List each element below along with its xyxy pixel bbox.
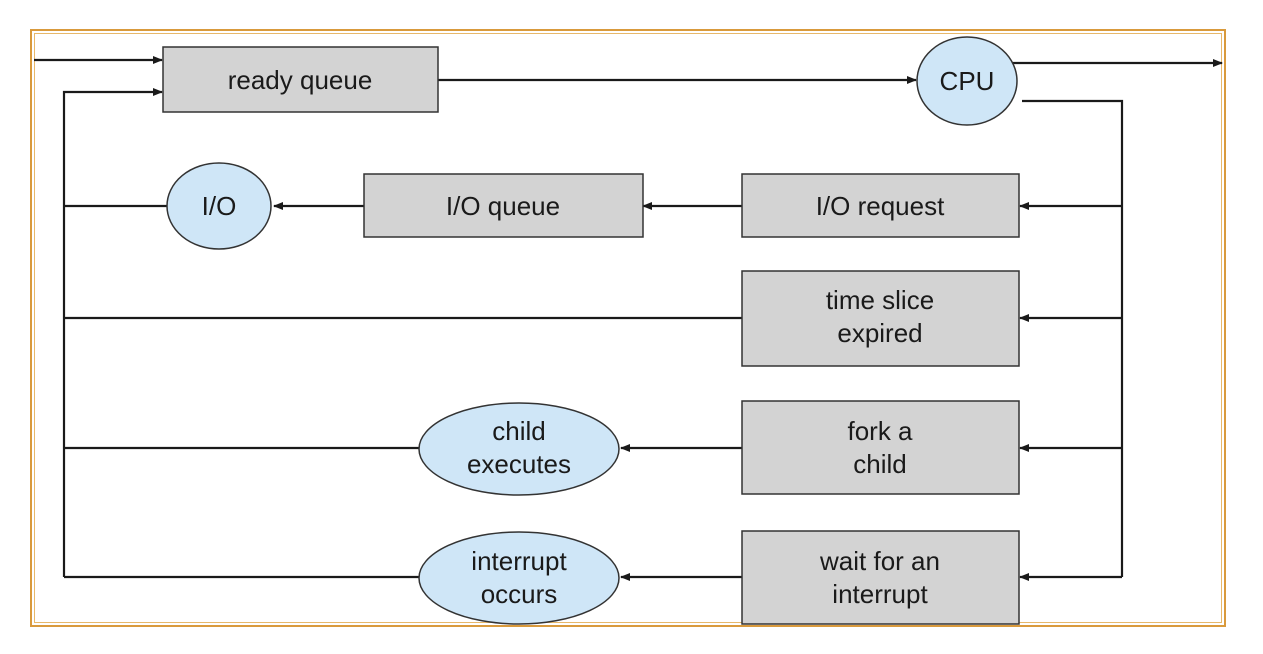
svg-text:child: child (492, 416, 545, 446)
interrupt-occurs-label-2: occurs (481, 579, 558, 609)
svg-text:I/O: I/O (202, 191, 237, 221)
svg-text:I/O queue: I/O queue (446, 191, 560, 221)
child-executes-oval: child executes (418, 402, 620, 496)
svg-text:interrupt: interrupt (832, 579, 928, 609)
io-request-box: I/O request (741, 173, 1020, 238)
svg-text:expired: expired (837, 318, 922, 348)
svg-text:occurs: occurs (481, 579, 558, 609)
svg-text:I/O request: I/O request (816, 191, 945, 221)
svg-text:fork a: fork a (847, 416, 913, 446)
fork-child-box: fork a child (741, 400, 1020, 495)
fork-child-label-2: child (853, 449, 906, 479)
interrupt-occurs-label-1: interrupt (471, 546, 567, 576)
interrupt-occurs-oval: interrupt occurs (418, 531, 620, 625)
svg-text:executes: executes (467, 449, 571, 479)
svg-text:CPU: CPU (940, 66, 995, 96)
child-executes-label-2: executes (467, 449, 571, 479)
child-executes-label-1: child (492, 416, 545, 446)
cpu-label: CPU (940, 66, 995, 96)
time-slice-label-2: expired (837, 318, 922, 348)
wait-interrupt-label-1: wait for an (819, 546, 940, 576)
io-label: I/O (202, 191, 237, 221)
svg-text:interrupt: interrupt (471, 546, 567, 576)
left-return-bus (62, 88, 163, 577)
time-slice-label-1: time slice (826, 285, 934, 315)
wait-interrupt-box: wait for an interrupt (741, 530, 1020, 625)
wait-interrupt-label-2: interrupt (832, 579, 928, 609)
ready-queue-box: ready queue (162, 46, 439, 113)
diagram-frame-inner (34, 33, 1222, 623)
svg-text:ready queue: ready queue (228, 65, 373, 95)
io-queue-label: I/O queue (446, 191, 560, 221)
time-slice-box: time slice expired (741, 270, 1020, 367)
io-queue-box: I/O queue (363, 173, 644, 238)
io-request-label: I/O request (816, 191, 945, 221)
fork-child-label-1: fork a (847, 416, 913, 446)
svg-text:time slice: time slice (826, 285, 934, 315)
diagram-frame (30, 29, 1226, 627)
connectors (34, 56, 1223, 581)
ready-queue-label: ready queue (228, 65, 373, 95)
svg-text:child: child (853, 449, 906, 479)
io-oval: I/O (166, 162, 272, 250)
cpu-oval: CPU (916, 36, 1018, 126)
cpu-to-right-bus (1022, 99, 1124, 577)
svg-text:wait for an: wait for an (819, 546, 940, 576)
